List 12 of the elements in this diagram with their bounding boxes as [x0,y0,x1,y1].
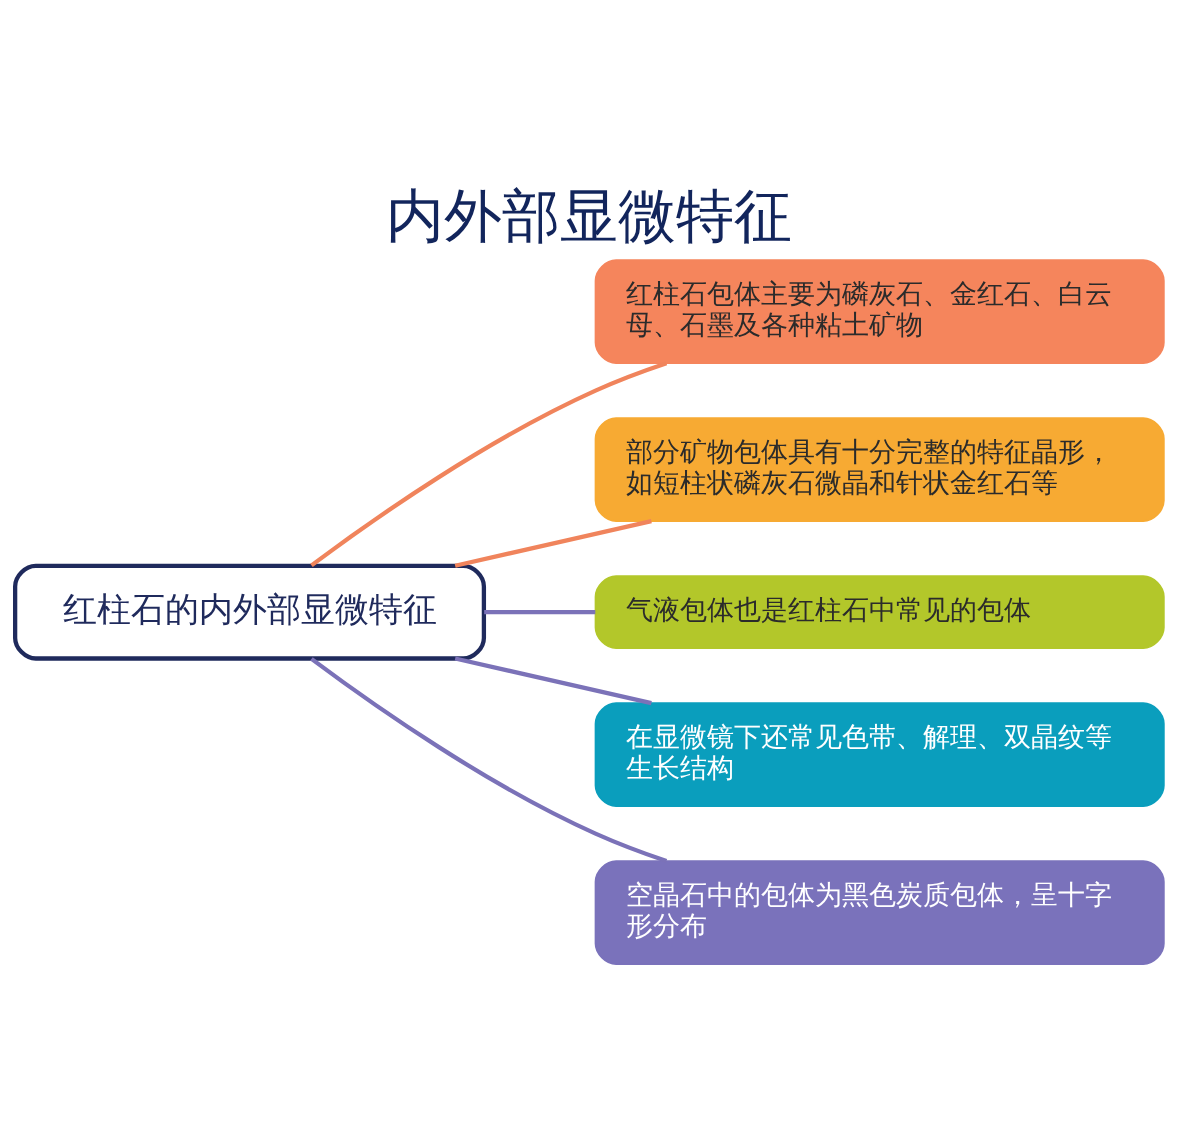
connector [454,519,652,568]
node-box: 红柱石的内外部显微特征 [13,563,487,661]
node-box: 气液包体也是红柱石中常见的包体 [594,575,1165,650]
connector [310,657,668,864]
node-box: 空晶石中的包体为黑色炭质包体，呈十字形分布 [594,860,1165,965]
connector [484,610,596,615]
node-box: 在显微镜下还常见色带、解理、双晶纹等生长结构 [594,702,1165,807]
connector [454,656,652,706]
diagram-title: 内外部显微特征 [386,182,793,251]
node-box: 部分矿物包体具有十分完整的特征晶形，如短柱状磷灰石微晶和针状金红石等 [594,417,1165,522]
connector [310,361,668,568]
node-box: 红柱石包体主要为磷灰石、金红石、白云母、石墨及各种粘土矿物 [594,259,1165,365]
